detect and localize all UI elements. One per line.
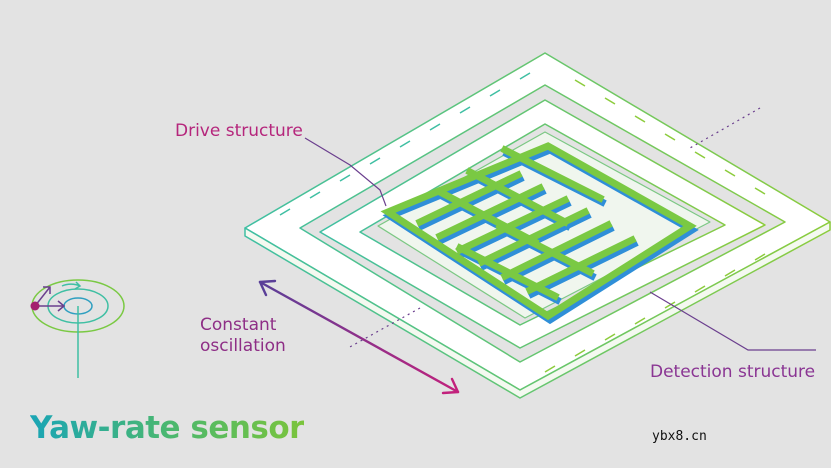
drive-structure-label: Drive structure — [175, 121, 303, 141]
watermark: ybx8.cn — [652, 429, 707, 444]
oscillation-arrow — [258, 279, 460, 395]
middle-frame — [319, 99, 766, 349]
rotation-axis — [347, 107, 761, 349]
drive-pointer-line — [304, 137, 387, 207]
detection-pointer-line — [649, 291, 816, 351]
yaw-rotation-icon — [30, 279, 125, 378]
constant-oscillation-label: Constant oscillation — [200, 315, 286, 356]
pointer-lines — [304, 137, 816, 351]
outer-frame — [244, 52, 831, 399]
comb-structure — [380, 142, 699, 325]
inner-frame — [377, 131, 711, 319]
frame-slots — [279, 72, 766, 373]
diagram-title: Yaw-rate sensor — [30, 410, 304, 446]
detection-structure-label: Detection structure — [650, 362, 816, 382]
